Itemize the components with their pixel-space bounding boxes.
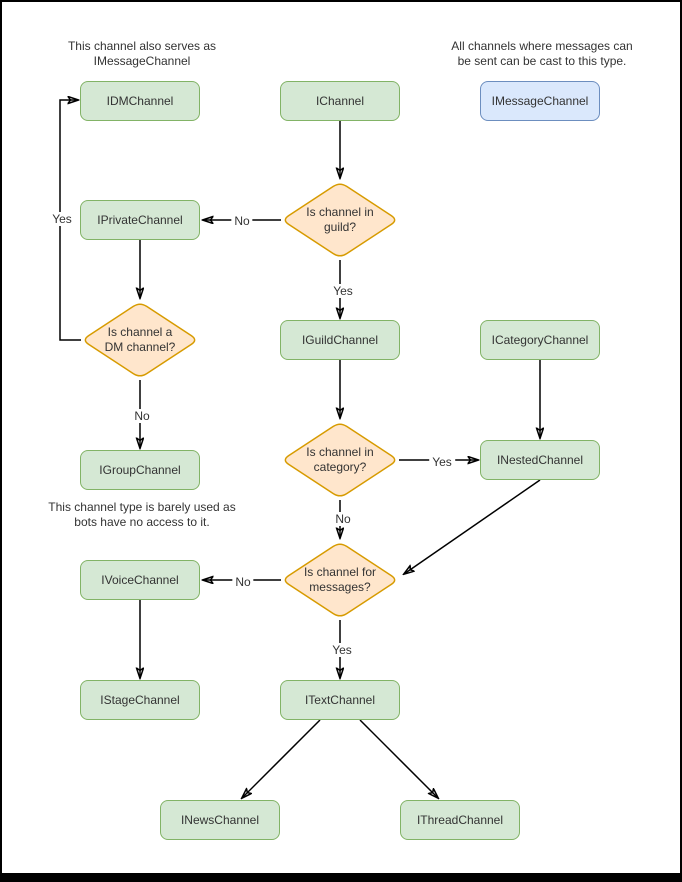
node-itextchannel: ITextChannel: [280, 680, 400, 720]
decision-label: Is channel in category?: [306, 445, 374, 474]
node-label: IDMChannel: [106, 94, 174, 108]
node-inestedchannel: INestedChannel: [480, 440, 600, 480]
edge-textchannel-to-newschannel: [242, 719, 321, 798]
edge-textchannel-to-threadchannel: [359, 719, 438, 798]
edge-label-guild-no: No: [231, 214, 253, 228]
decision-is-channel-in-category: Is channel in category?: [280, 420, 400, 500]
node-label: IVoiceChannel: [101, 573, 179, 587]
note-messagechannel: All channels where messages can be sent …: [451, 39, 633, 68]
node-imessagechannel: IMessageChannel: [480, 81, 600, 121]
note-groupchannel: This channel type is barely used as bots…: [48, 500, 236, 529]
node-label: ITextChannel: [304, 693, 376, 707]
node-label: IGuildChannel: [301, 333, 379, 347]
edge-label-messages-yes: Yes: [329, 643, 355, 657]
node-ithreadchannel: IThreadChannel: [400, 800, 520, 840]
edge-label-guild-yes: Yes: [330, 284, 356, 298]
edge-label-messages-no: No: [232, 575, 254, 589]
node-label: IMessageChannel: [491, 94, 589, 108]
node-inewschannel: INewsChannel: [160, 800, 280, 840]
node-ichannel: IChannel: [280, 81, 400, 121]
edge-label-category-yes: Yes: [429, 455, 455, 469]
node-label: IChannel: [315, 94, 365, 108]
diamond-shape: [284, 423, 396, 497]
decision-is-channel-in-guild: Is channel in guild?: [280, 180, 400, 260]
node-label: IGroupChannel: [99, 463, 181, 477]
note-dmchannel: This channel also serves as IMessageChan…: [67, 39, 217, 68]
node-label: INewsChannel: [180, 813, 260, 827]
decision-is-channel-for-messages: Is channel for messages?: [280, 540, 400, 620]
decision-is-channel-a-dm: Is channel a DM channel?: [80, 300, 200, 380]
edge-nestedchannel-to-messages-decision: [404, 479, 541, 574]
node-ivoicechannel: IVoiceChannel: [80, 560, 200, 600]
diamond-shape: [284, 183, 396, 257]
node-label: INestedChannel: [496, 453, 584, 467]
edge-label-category-no: No: [332, 512, 354, 526]
node-istagechannel: IStageChannel: [80, 680, 200, 720]
edge-label-dm-yes: Yes: [49, 212, 75, 226]
decision-label: Is channel for messages?: [303, 565, 377, 594]
edge-label-dm-no: No: [131, 409, 153, 423]
node-label: IStageChannel: [100, 693, 180, 707]
diamond-shape: [84, 303, 196, 377]
node-label: IPrivateChannel: [97, 213, 183, 227]
node-iguildchannel: IGuildChannel: [280, 320, 400, 360]
decision-label: Is channel in guild?: [306, 205, 374, 234]
node-iprivatechannel: IPrivateChannel: [80, 200, 200, 240]
node-label: ICategoryChannel: [491, 333, 589, 347]
diamond-shape: [284, 543, 396, 617]
node-label: IThreadChannel: [416, 813, 504, 827]
node-igroupchannel: IGroupChannel: [80, 450, 200, 490]
node-idmchannel: IDMChannel: [80, 81, 200, 121]
node-icategorychannel: ICategoryChannel: [480, 320, 600, 360]
decision-label: Is channel a DM channel?: [104, 325, 176, 354]
